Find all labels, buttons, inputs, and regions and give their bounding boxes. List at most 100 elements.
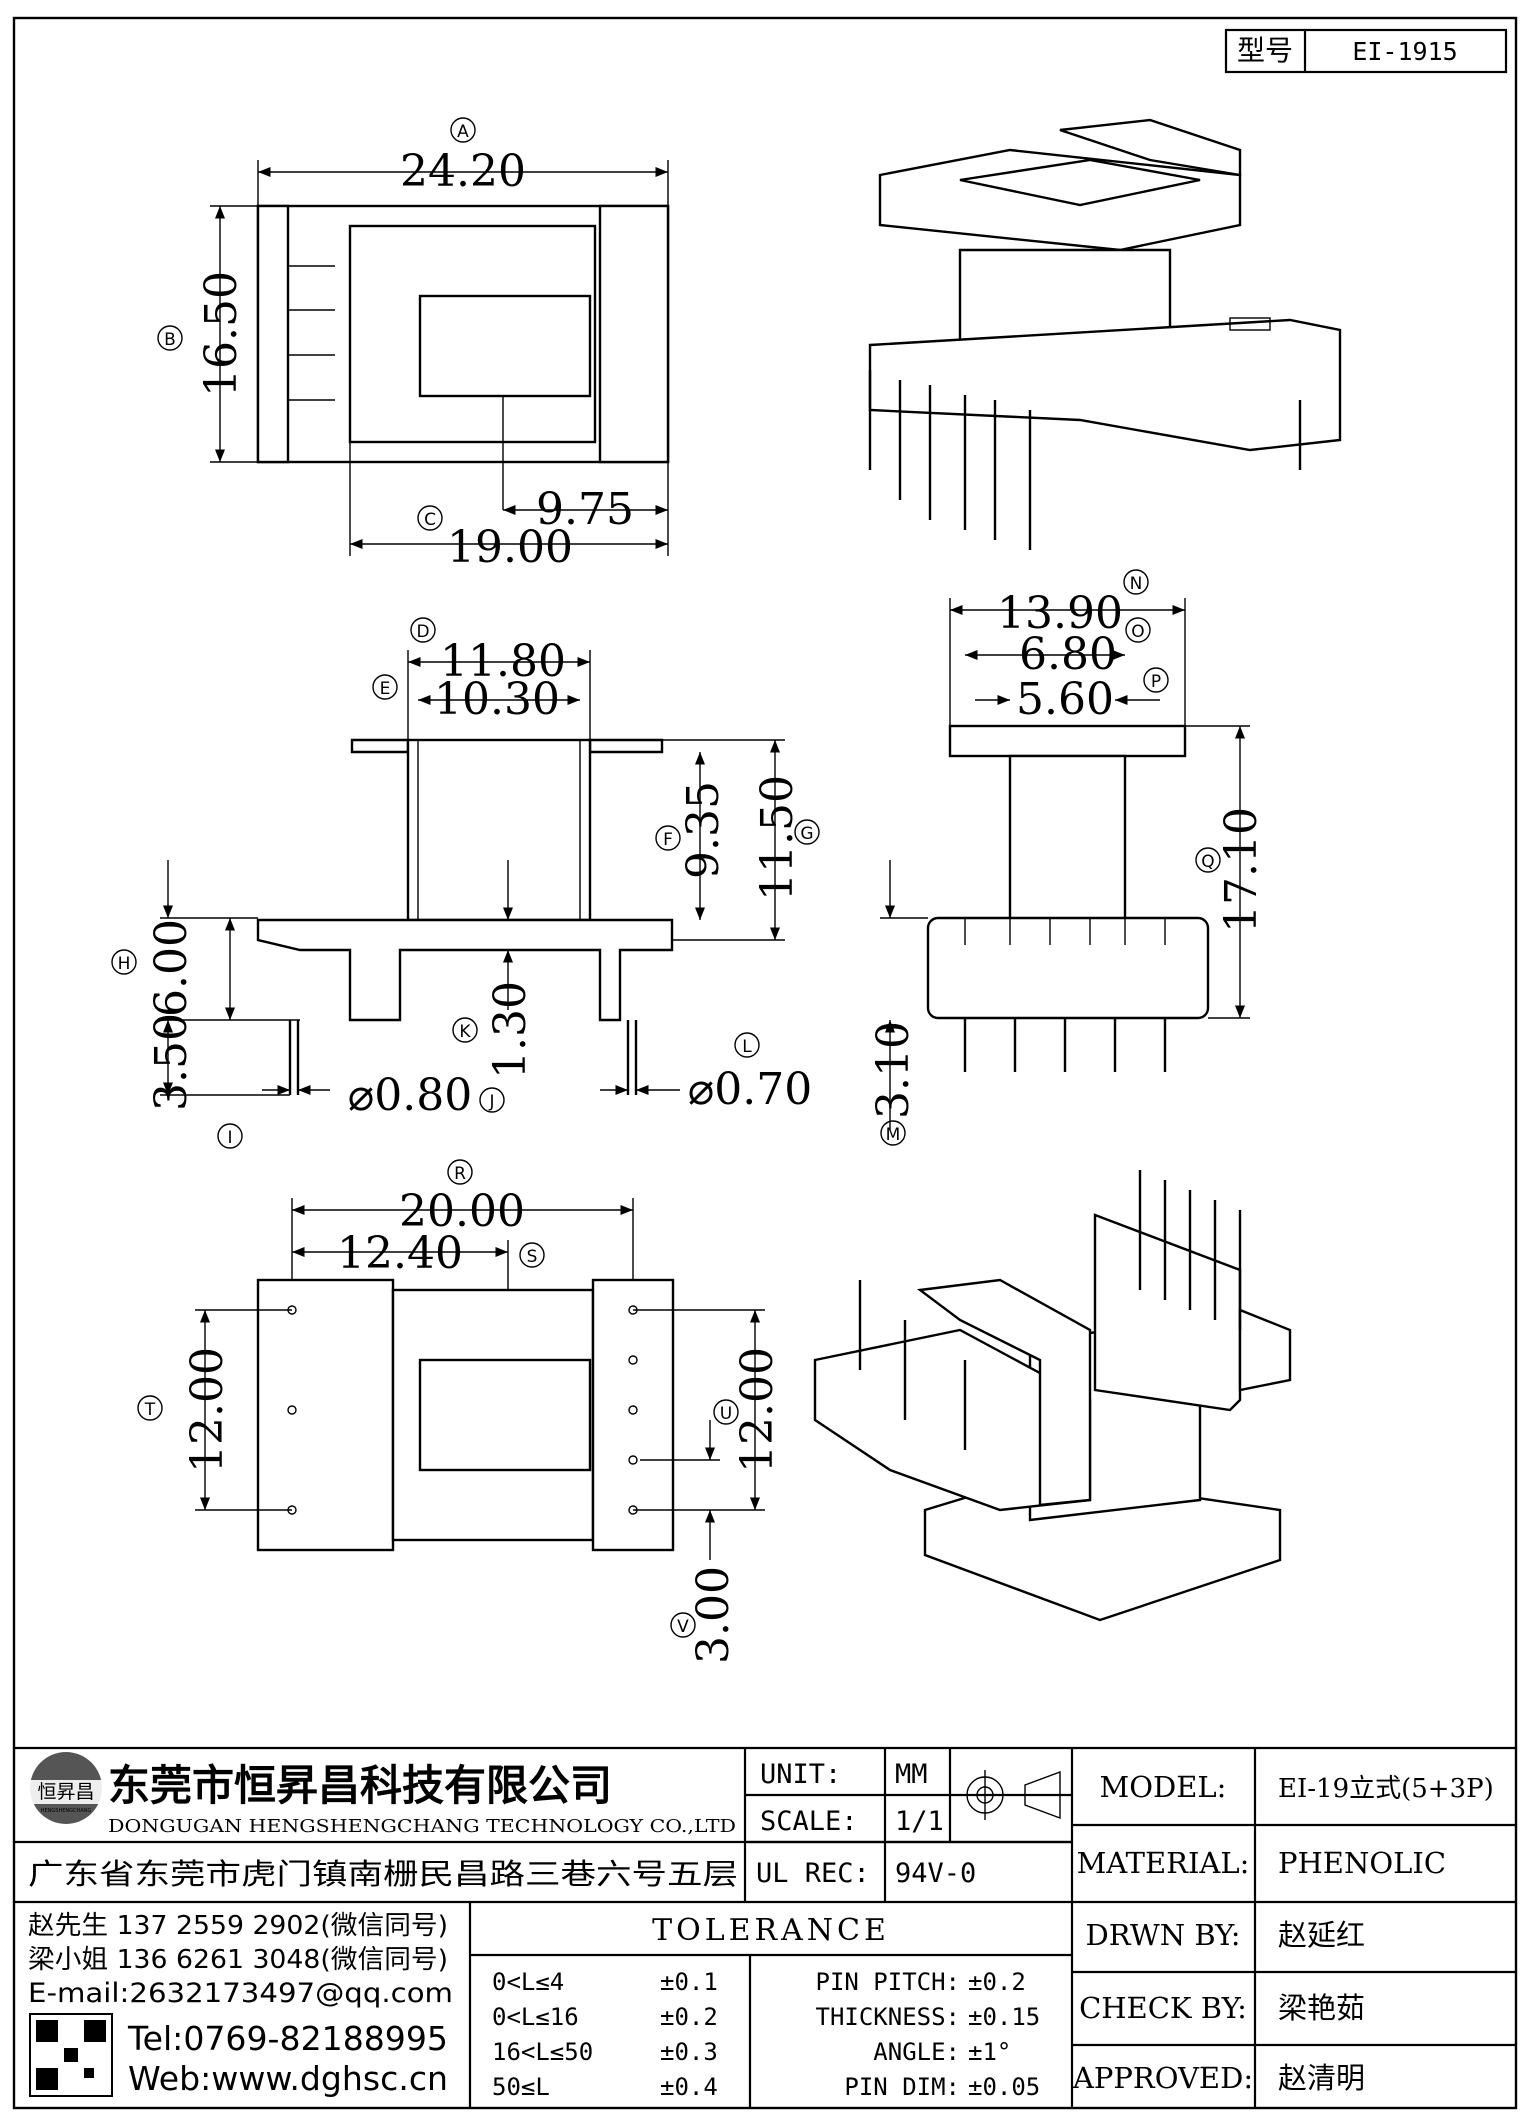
dim-N: 13.90 [997,588,1123,639]
dim-P: 5.60 [1016,674,1114,725]
projection-symbol [960,1770,1061,1820]
logo-sub: HENGSHENGCHANG [41,1808,92,1814]
material-value: PHENOLIC [1278,1846,1446,1880]
tolerance-extra-label: PIN DIM: [844,2073,960,2101]
dim-F: 9.35 [678,781,729,879]
contact-line-2: 梁小姐 136 6261 3048(微信同号) [28,1945,448,1975]
tolerance-value: ±0.4 [660,2073,718,2101]
dim-V: 3.00 [688,1566,739,1664]
contact-web: Web:www.dghsc.cn [128,2059,448,2098]
tolerance-range: 50≤L [492,2073,550,2101]
title-box-value: EI-1915 [1352,37,1457,66]
dim-H: 6.00 [146,919,197,1017]
dim-I: 3.50 [146,1013,197,1111]
drawn-value: 赵延红 [1278,1918,1365,1952]
label-P: P [1151,672,1161,692]
dim-A: 24.20 [400,146,526,197]
tolerance-extra-value: ±0.15 [968,2003,1040,2031]
tolerance-title: TOLERANCE [652,1913,890,1948]
dim-U: 12.00 [732,1347,783,1473]
tolerance-extra-value: ±1° [968,2038,1011,2066]
contact-tel: Tel:0769-82188995 [127,2019,448,2058]
model-label: MODEL: [1100,1770,1227,1804]
label-N: N [1130,574,1143,594]
label-Q: Q [1201,852,1214,872]
tolerance-extra-label: ANGLE: [873,2038,960,2066]
qr-code-icon [29,2013,113,2097]
tolerance-extra-label: THICKNESS: [816,2003,961,2031]
label-K: K [459,1022,471,1042]
dim-O: 6.80 [1019,629,1117,680]
tolerance-value: ±0.1 [660,1968,718,1996]
dim-J: ⌀0.80 [348,1070,472,1121]
side-view: N 13.90 O 6.80 P 5.60 Q 17.10 M 3.10 [868,569,1267,1146]
check-value: 梁艳茹 [1278,1991,1365,2025]
approved-value: 赵清明 [1278,2061,1365,2095]
dim-G: 11.50 [752,775,803,901]
tolerance-table: 0<L≤4 ±0.1 0<L≤16 ±0.2 16<L≤50 ±0.3 50≤L ±0.4 PI… [492,1968,1040,2101]
model-value: EI-19立式(5+3P) [1278,1774,1494,1804]
tolerance-range: 16<L≤50 [492,2038,593,2066]
company-logo: 恒昇昌 HENGSHENGCHANG [30,1752,102,1824]
unit-value: MM [895,1759,928,1790]
dim-T: 12.00 [182,1347,233,1473]
label-O: O [1131,622,1144,642]
logo-text: 恒昇昌 [37,1781,94,1803]
dim-L: ⌀0.70 [688,1064,812,1115]
dim-K: 1.30 [485,981,536,1079]
contact-email: E-mail:2632173497@qq.com [28,1978,453,2009]
label-T: T [144,1400,156,1420]
label-H: H [118,954,131,974]
tolerance-extra-value: ±0.05 [968,2073,1040,2101]
company-name-cn: 东莞市恒昇昌科技有限公司 [108,1761,612,1810]
title-block: 恒昇昌 HENGSHENGCHANG 东莞市恒昇昌科技有限公司 DONGUGAN… [14,1746,1516,2108]
label-F: F [663,830,673,850]
label-L: L [742,1037,752,1057]
bottom-view: R 20.00 S 12.40 T 12.00 U 12.00 V 3.00 [137,1159,783,1664]
dim-S: 12.40 [337,1228,463,1279]
dim-M: 3.10 [868,1021,919,1119]
dim-E: 10.30 [434,674,560,725]
label-I: I [227,1128,232,1148]
label-U: U [720,1404,732,1424]
tolerance-range: 0<L≤16 [492,2003,579,2031]
tolerance-extra-label: PIN PITCH: [816,1968,961,1996]
ulrec-label: UL REC: [756,1858,870,1889]
label-C: C [424,510,436,530]
contact-line-1: 赵先生 137 2559 2902(微信同号) [28,1911,448,1941]
label-J: J [488,1092,494,1112]
dim-9-75: 9.75 [536,484,634,535]
label-B: B [164,330,176,350]
label-E: E [380,679,391,699]
dim-B: 16.50 [196,271,247,397]
check-label: CHECK BY: [1079,1991,1247,2025]
iso-view-bottom [813,1170,1292,1622]
dim-R: 20.00 [399,1186,525,1237]
scale-value: 1/1 [895,1806,944,1837]
tolerance-extra-value: ±0.2 [968,1968,1026,1996]
tolerance-value: ±0.3 [660,2038,718,2066]
tolerance-value: ±0.2 [660,2003,718,2031]
sheet-border [12,16,1518,2110]
material-label: MATERIAL: [1077,1846,1250,1880]
approved-label: APPROVED: [1072,2061,1253,2095]
label-G: G [800,824,813,844]
front-view: D 11.80 E 10.30 F 9.35 G 11.50 H 6.00 I … [111,617,820,1149]
dim-D: 11.80 [440,636,566,687]
dim-C: 19.00 [447,522,573,573]
tolerance-range: 0<L≤4 [492,1968,564,1996]
title-box-label: 型号 [1237,34,1293,67]
company-address: 广东省东莞市虎门镇南栅民昌路三巷六号五层 [28,1857,738,1891]
title-box: 型号 EI-1915 [1224,28,1508,74]
label-D: D [416,622,429,642]
unit-label: UNIT: [760,1759,841,1790]
scale-label: SCALE: [760,1806,858,1837]
iso-view-top [868,118,1342,550]
label-V: V [677,1617,689,1637]
company-name-en: DONGUGAN HENGSHENGCHANG TECHNOLOGY CO.,L… [108,1816,736,1837]
label-R: R [454,1164,466,1184]
top-view: A 24.20 B 16.50 9.75 C 19.00 [157,117,670,573]
label-M: M [886,1125,901,1145]
ulrec-value: 94V-0 [895,1858,976,1889]
